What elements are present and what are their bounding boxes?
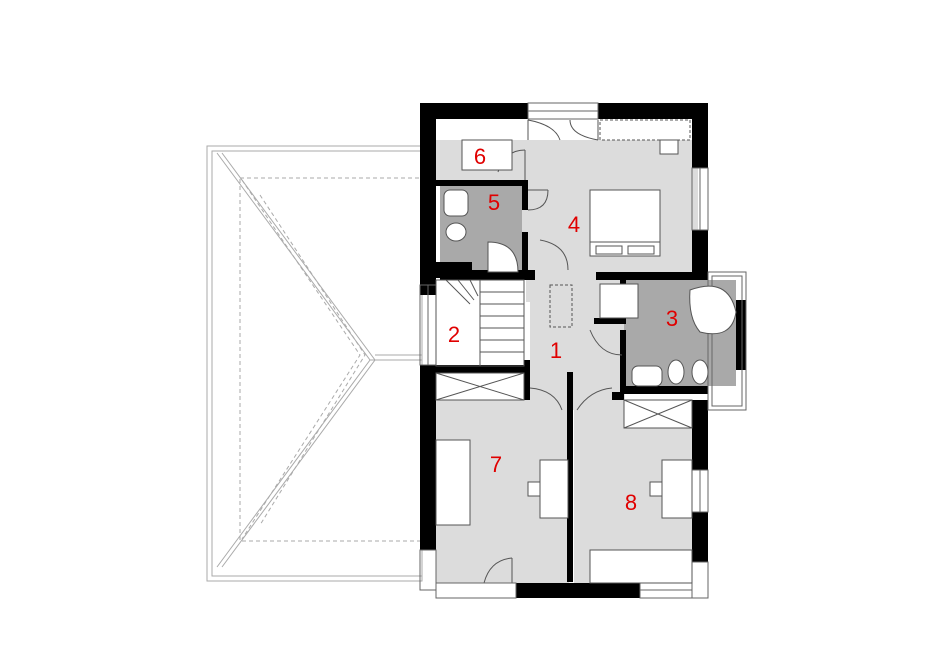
windows	[419, 102, 747, 599]
furniture	[435, 119, 737, 584]
room-label-6: 6	[474, 144, 486, 169]
sink-icon	[631, 365, 663, 387]
room-label-5: 5	[488, 190, 500, 215]
toilet-icon	[667, 359, 685, 385]
walls[interactable]	[420, 103, 746, 598]
room-label-3: 3	[666, 306, 678, 331]
bidet-icon	[691, 359, 709, 385]
roof-outline	[206, 145, 423, 582]
sink-icon	[443, 189, 469, 217]
room-label-4: 4	[568, 212, 580, 237]
bed-icon	[589, 189, 661, 257]
toilet-icon	[445, 222, 467, 242]
desk-icon	[539, 459, 569, 519]
shower-tray-icon	[599, 283, 639, 319]
room-labels: 1 2 3 4 5 6 7 8	[448, 144, 678, 515]
bed-icon	[435, 439, 471, 526]
desk-icon	[661, 459, 693, 519]
shower-icon	[487, 241, 519, 273]
room-label-2: 2	[448, 322, 460, 347]
bed-icon	[589, 549, 693, 584]
room-label-1: 1	[550, 338, 562, 363]
chair-icon	[649, 481, 663, 497]
chair-icon	[527, 481, 541, 497]
room-label-7: 7	[490, 452, 502, 477]
room-label-8: 8	[625, 490, 637, 515]
floors	[432, 140, 736, 583]
bathtub-icon	[689, 285, 737, 335]
doors[interactable]	[483, 119, 623, 584]
stairs	[435, 279, 525, 367]
